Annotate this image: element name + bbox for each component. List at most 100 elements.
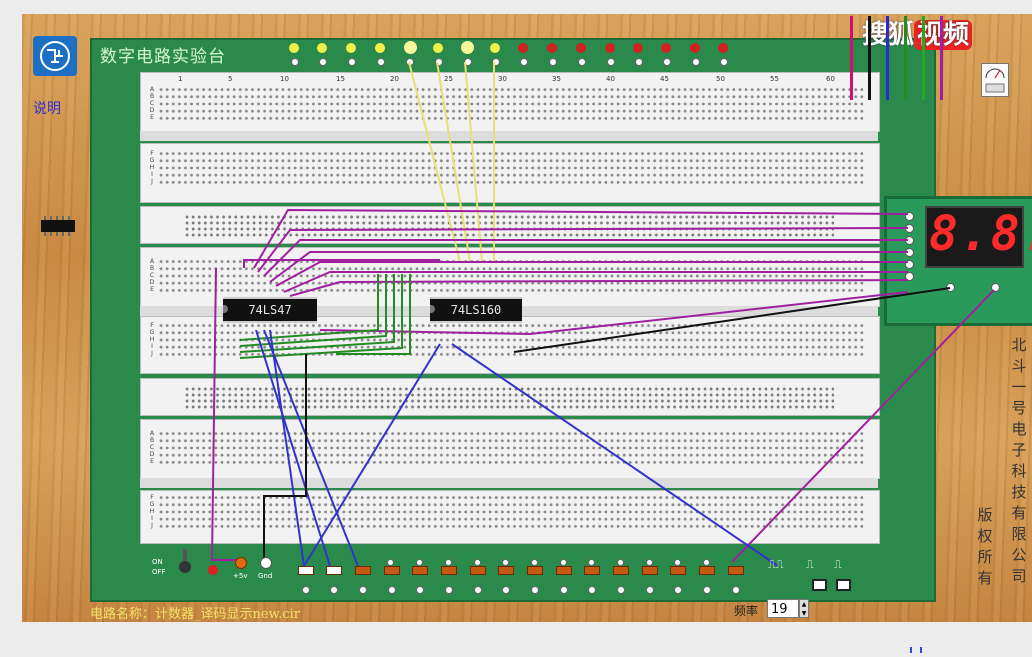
switch-terminal[interactable] <box>445 586 453 594</box>
frequency-input[interactable]: 19 <box>767 599 799 618</box>
logic-switch[interactable] <box>498 566 514 575</box>
led-terminal[interactable] <box>720 58 728 66</box>
breadboard-holes[interactable] <box>158 150 864 186</box>
pulse-output-2[interactable]: ⎍ <box>806 558 814 571</box>
pulse-output-1[interactable]: ⎍⎍ <box>768 558 784 571</box>
breadboard-holes[interactable] <box>158 430 864 466</box>
power-rail-holes[interactable] <box>184 386 834 398</box>
switch-terminal[interactable] <box>646 586 654 594</box>
display-pin[interactable] <box>946 283 955 292</box>
switch-terminal[interactable] <box>617 586 625 594</box>
display-pin[interactable] <box>991 283 1000 292</box>
power-rail-holes[interactable] <box>184 398 834 410</box>
logic-switch[interactable] <box>441 566 457 575</box>
chip-74ls47[interactable]: 74LS47 <box>223 297 317 323</box>
logic-switch[interactable] <box>298 566 314 575</box>
power-rail-holes[interactable] <box>184 226 834 238</box>
display-pin[interactable] <box>905 224 914 233</box>
chip-74ls160[interactable]: 74LS160 <box>430 297 522 323</box>
logic-switch[interactable] <box>584 566 600 575</box>
switch-top-terminal[interactable] <box>703 559 710 566</box>
chip-library-icon[interactable] <box>37 214 77 236</box>
switch-terminal[interactable] <box>388 586 396 594</box>
switch-top-terminal[interactable] <box>387 559 394 566</box>
led-terminal[interactable] <box>492 58 500 66</box>
switch-top-terminal[interactable] <box>646 559 653 566</box>
logic-switch[interactable] <box>699 566 715 575</box>
breadboard-holes[interactable] <box>158 494 864 530</box>
logic-switch[interactable] <box>556 566 572 575</box>
switch-top-terminal[interactable] <box>560 559 567 566</box>
logic-switch[interactable] <box>728 566 744 575</box>
logic-switch[interactable] <box>355 566 371 575</box>
switch-terminal[interactable] <box>560 586 568 594</box>
breadboard-holes[interactable] <box>158 258 864 294</box>
led-terminal[interactable] <box>406 58 414 66</box>
switch-terminal[interactable] <box>732 586 740 594</box>
probe-wire-green[interactable] <box>904 16 907 100</box>
switch-top-terminal[interactable] <box>531 559 538 566</box>
switch-top-terminal[interactable] <box>445 559 452 566</box>
led-terminal[interactable] <box>692 58 700 66</box>
logic-switch[interactable] <box>470 566 486 575</box>
switch-terminal[interactable] <box>674 586 682 594</box>
switch-terminal[interactable] <box>502 586 510 594</box>
led-terminal[interactable] <box>549 58 557 66</box>
multimeter-icon[interactable] <box>981 63 1009 97</box>
breadboard-holes[interactable] <box>158 322 864 358</box>
display-pin[interactable] <box>905 236 914 245</box>
led-terminal[interactable] <box>635 58 643 66</box>
switch-top-terminal[interactable] <box>502 559 509 566</box>
display-pin[interactable] <box>905 212 914 221</box>
frequency-spinner[interactable]: ▲▼ <box>799 599 809 618</box>
led-terminal[interactable] <box>291 58 299 66</box>
logic-switch[interactable] <box>670 566 686 575</box>
probe-wire-green[interactable] <box>922 16 925 100</box>
switch-terminal[interactable] <box>330 586 338 594</box>
display-pin[interactable] <box>905 260 914 269</box>
logic-switch[interactable] <box>412 566 428 575</box>
logic-switch[interactable] <box>384 566 400 575</box>
help-link[interactable]: 说明 <box>33 101 61 117</box>
switch-terminal[interactable] <box>703 586 711 594</box>
led-terminal[interactable] <box>348 58 356 66</box>
switch-terminal[interactable] <box>474 586 482 594</box>
gnd-terminal[interactable] <box>260 557 272 569</box>
app-logo-icon[interactable] <box>33 36 77 76</box>
switch-top-terminal[interactable] <box>416 559 423 566</box>
plus5v-terminal[interactable] <box>235 557 247 569</box>
logic-switch[interactable] <box>642 566 658 575</box>
pulse-button[interactable] <box>836 579 851 591</box>
probe-wire-purple[interactable] <box>940 16 943 100</box>
led-terminal[interactable] <box>435 58 443 66</box>
logic-switch[interactable] <box>613 566 629 575</box>
pulse-button[interactable] <box>812 579 827 591</box>
led-terminal[interactable] <box>578 58 586 66</box>
power-toggle-switch[interactable] <box>178 549 192 575</box>
switch-top-terminal[interactable] <box>674 559 681 566</box>
breadboard-holes[interactable] <box>158 86 864 122</box>
probe-wire-blue[interactable] <box>886 16 889 100</box>
switch-terminal[interactable] <box>302 586 310 594</box>
switch-terminal[interactable] <box>359 586 367 594</box>
led-terminal[interactable] <box>607 58 615 66</box>
display-pin[interactable] <box>905 272 914 281</box>
switch-terminal[interactable] <box>588 586 596 594</box>
led-terminal[interactable] <box>377 58 385 66</box>
led-terminal[interactable] <box>319 58 327 66</box>
probe-wire-black[interactable] <box>868 16 871 100</box>
power-rail-holes[interactable] <box>184 214 834 226</box>
logic-switch[interactable] <box>326 566 342 575</box>
led-terminal[interactable] <box>520 58 528 66</box>
led-terminal[interactable] <box>464 58 472 66</box>
switch-top-terminal[interactable] <box>617 559 624 566</box>
switch-top-terminal[interactable] <box>474 559 481 566</box>
led-terminal[interactable] <box>663 58 671 66</box>
switch-terminal[interactable] <box>416 586 424 594</box>
switch-terminal[interactable] <box>531 586 539 594</box>
display-pin[interactable] <box>905 248 914 257</box>
logic-switch[interactable] <box>527 566 543 575</box>
probe-wire-magenta[interactable] <box>850 16 853 100</box>
pulse-output-3[interactable]: ⎍ <box>834 558 842 571</box>
switch-top-terminal[interactable] <box>588 559 595 566</box>
